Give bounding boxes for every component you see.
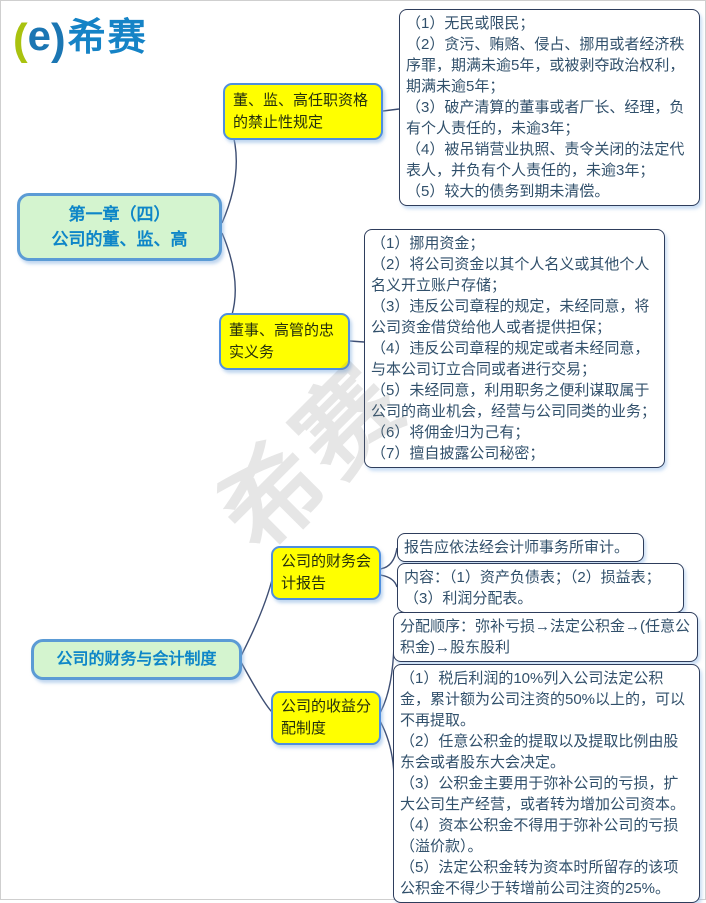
logo-e-icon: e <box>27 12 52 59</box>
logo-paren-close-icon: ) <box>51 15 66 64</box>
leaf-box-distribution-order: 分配顺序：弥补亏损→法定公积金→(任意公积金)→股东股利 <box>393 612 698 662</box>
branch-node-qualification-ban: 董、监、高任职资格的禁止性规定 <box>223 83 383 140</box>
list-item: （3）违反公司章程的规定，未经同意，将公司资金借贷给他人或者提供担保； <box>371 298 650 336</box>
connector-branch2-leaf2 <box>349 340 365 343</box>
leaf-text: 报告应依法经会计师事务所审计。 <box>404 539 630 556</box>
leaf-text: 内容：（1）资产负债表；（2）损益表；（3）利润分配表。 <box>404 569 661 607</box>
list-item: （4）违反公司章程的规定或者未经同意，与本公司订立合同或者进行交易； <box>371 340 650 378</box>
branch-label: 董、监、高任职资格的禁止性规定 <box>233 91 369 131</box>
connector-income-leaf-rules <box>379 720 395 777</box>
root-title-line1: 第一章（四） <box>68 204 171 224</box>
list-item: （3）破产清算的董事或者厂长、经理，负有个人责任的，未逾3年； <box>406 99 685 137</box>
list-item: （1）无民或限民； <box>406 15 535 32</box>
list-item: （6）将佣金归为己有； <box>371 424 530 441</box>
leaf-box-distribution-rules: （1）税后利润的10%列入公司法定公积金，累计额为公司注资的50%以上的，可以不… <box>393 664 700 903</box>
list-item: （2）将公司资金以其个人名义或其他个人名义开立账户存储； <box>371 256 650 294</box>
connector-fin-leaf-audit <box>379 547 398 570</box>
leaf-text: 分配顺序：弥补亏损→法定公积金→(任意公积金)→股东股利 <box>400 618 690 656</box>
root-title: 公司的财务与会计制度 <box>56 650 217 668</box>
root-node-chapter: 第一章（四） 公司的董、监、高 <box>17 193 222 261</box>
connector-income-leaf-order <box>379 642 395 714</box>
branch-label: 公司的收益分配制度 <box>281 698 372 737</box>
root-node-finance: 公司的财务与会计制度 <box>31 639 242 680</box>
list-item: （5）法定公积金转为资本时所留存的该项公积金不得少于转增前公司注资的25%。 <box>400 859 679 897</box>
list-item: （3）公积金主要用于弥补公司的亏损，扩大公司生产经营，或者转为增加公司资本。 <box>400 775 686 813</box>
connector-branch1-leaf1 <box>382 108 400 112</box>
list-item: （2）贪污、贿赂、侵占、挪用或者经济秩序罪，期满未逾5年，或被剥夺政治权利，期满… <box>406 36 685 95</box>
branch-node-loyalty-duty: 董事、高管的忠实义务 <box>219 313 350 370</box>
leaf-box-audit: 报告应依法经会计师事务所审计。 <box>397 533 644 562</box>
list-item: （1）挪用资金； <box>371 235 485 252</box>
list-item: （7）擅自披露公司秘密； <box>371 445 545 462</box>
list-item: （5）较大的债务到期未清偿。 <box>406 183 610 200</box>
leaf-box-loyalty-rules: （1）挪用资金； （2）将公司资金以其个人名义或其他个人名义开立账户存储； （3… <box>364 229 665 468</box>
branch-label: 董事、高管的忠实义务 <box>229 321 335 361</box>
leaf-box-qualification-rules: （1）无民或限民； （2）贪污、贿赂、侵占、挪用或者经济秩序罪，期满未逾5年，或… <box>399 9 700 206</box>
list-item: （2）任意公积金的提取以及提取比例由股东会或者股东大会决定。 <box>400 733 679 771</box>
brand-logo: (e)希赛 <box>13 15 148 62</box>
logo-paren-icon: ( <box>13 15 28 64</box>
root-title-line2: 公司的董、监、高 <box>51 230 188 249</box>
list-item: （4）资本公积金不得用于弥补公司的亏损（溢价款）。 <box>400 817 679 855</box>
leaf-box-report-content: 内容：（1）资产负债表；（2）损益表；（3）利润分配表。 <box>397 563 684 613</box>
brand-name: 希赛 <box>67 17 148 59</box>
branch-label: 公司的财务会计报告 <box>281 553 372 592</box>
branch-node-income-distribution: 公司的收益分配制度 <box>271 691 381 745</box>
connector-fin-leaf-content <box>379 574 398 588</box>
list-item: （4）被吊销营业执照、责令关闭的法定代表人，并负有个人责任的，未逾3年； <box>406 141 685 179</box>
branch-node-financial-report: 公司的财务会计报告 <box>271 546 381 600</box>
list-item: （5）未经同意，利用职务之便利谋取属于公司的商业机会，经营与公司同类的业务； <box>371 382 657 420</box>
list-item: （1）税后利润的10%列入公司法定公积金，累计额为公司注资的50%以上的，可以不… <box>400 670 686 729</box>
connector-root2-branch1 <box>240 575 274 657</box>
connector-root2-branch2 <box>240 661 274 714</box>
